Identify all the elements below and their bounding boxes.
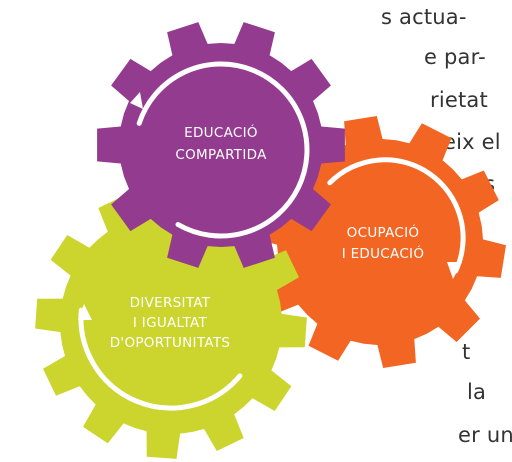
gear-ocupacio-arrowhead	[447, 262, 462, 279]
gear-diversitat-label-line3: D'OPORTUNITATS	[110, 335, 231, 351]
text-line: s actua-	[381, 5, 467, 29]
gear-educacio-label-line1: EDUCACIÓ	[184, 123, 258, 141]
text-line: t	[462, 340, 471, 364]
gear-educacio: EDUCACIÓ COMPARTIDA	[97, 22, 345, 268]
text-line: e par-	[424, 45, 486, 69]
gear-diversitat-arrowhead	[78, 304, 92, 320]
text-line: eix el	[443, 130, 501, 154]
text-line: la	[467, 380, 487, 404]
gear-educacio-label-line2: COMPARTIDA	[175, 147, 267, 163]
gear-ocupacio-label-line2: I EDUCACIÓ	[342, 244, 425, 262]
gear-diversitat-arrow	[78, 307, 243, 411]
text-line: er un	[458, 423, 512, 447]
gear-ocupacio-label-line1: OCUPACIÓ	[347, 223, 420, 241]
gear-diversitat-label-line2: I IGUALTAT	[133, 315, 208, 331]
gear-diversitat-label-line1: DIVERSITAT	[130, 295, 211, 311]
text-line: rietat	[430, 88, 488, 112]
gear-educacio-arrowhead	[130, 92, 143, 109]
gear-educacio-arrow	[136, 61, 310, 239]
gear-ocupacio-arrow	[327, 157, 466, 274]
